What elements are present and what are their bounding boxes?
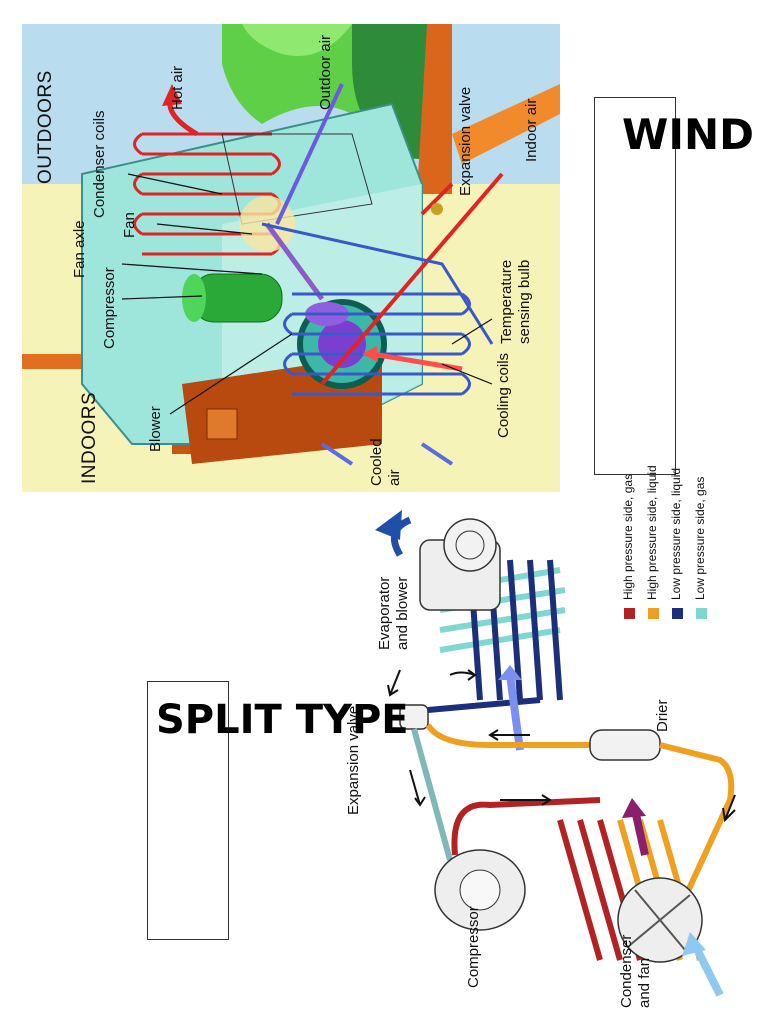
indoors-label: INDOORS	[79, 391, 100, 484]
temperature-sensing-bulb-label: Temperature sensing bulb	[498, 259, 533, 344]
window-unit-illustration	[22, 24, 560, 466]
blower-label: Blower	[147, 406, 164, 452]
hot-air-label: Hot air	[169, 65, 186, 110]
legend-label-high-gas: High pressure side, gas	[621, 473, 635, 600]
window-unit-diagram: OUTDOORS INDOORS Hot air Condenser coils…	[22, 24, 560, 492]
split-title: SPLIT TYPE	[156, 697, 409, 743]
pressure-legend: High pressure side, gas High pressure si…	[620, 465, 730, 630]
condenser-and-fan-label: Condenser and fan	[618, 934, 653, 1008]
legend-label-high-liquid: High pressure side, liquid	[645, 465, 659, 600]
cooling-coils-label: Cooling coils	[495, 352, 512, 438]
outdoors-label: OUTDOORS	[35, 70, 56, 184]
compressor-label: Compressor	[101, 267, 118, 349]
fan-label: Fan	[121, 212, 138, 238]
fan-axle-label: Fan axle	[71, 220, 88, 278]
window-title: WIND	[622, 110, 754, 159]
window-title-box	[594, 97, 676, 475]
evaporator-and-blower-label: Evaporator and blower	[376, 576, 411, 650]
split-system-diagram	[375, 510, 736, 997]
legend-label-low-liquid: Low pressure side, liquid	[669, 467, 683, 600]
legend-label-low-gas: Low pressure side, gas	[693, 476, 707, 600]
legend-swatch-low-gas	[696, 608, 707, 619]
legend-swatch-high-gas	[624, 608, 635, 619]
outdoor-air-label: Outdoor air	[317, 34, 334, 110]
cooled-air-label: Cooled air	[368, 438, 403, 486]
legend-swatch-high-liquid	[648, 608, 659, 619]
split-compressor-label: Compressor	[465, 906, 482, 988]
legend-swatch-low-liquid	[672, 608, 683, 619]
indoor-air-label: Indoor air	[523, 98, 540, 162]
drier-label: Drier	[654, 699, 671, 733]
expansion-valve-label: Expansion valve	[457, 86, 474, 196]
condenser-coils-label: Condenser coils	[91, 110, 108, 218]
split-title-box	[147, 681, 229, 940]
